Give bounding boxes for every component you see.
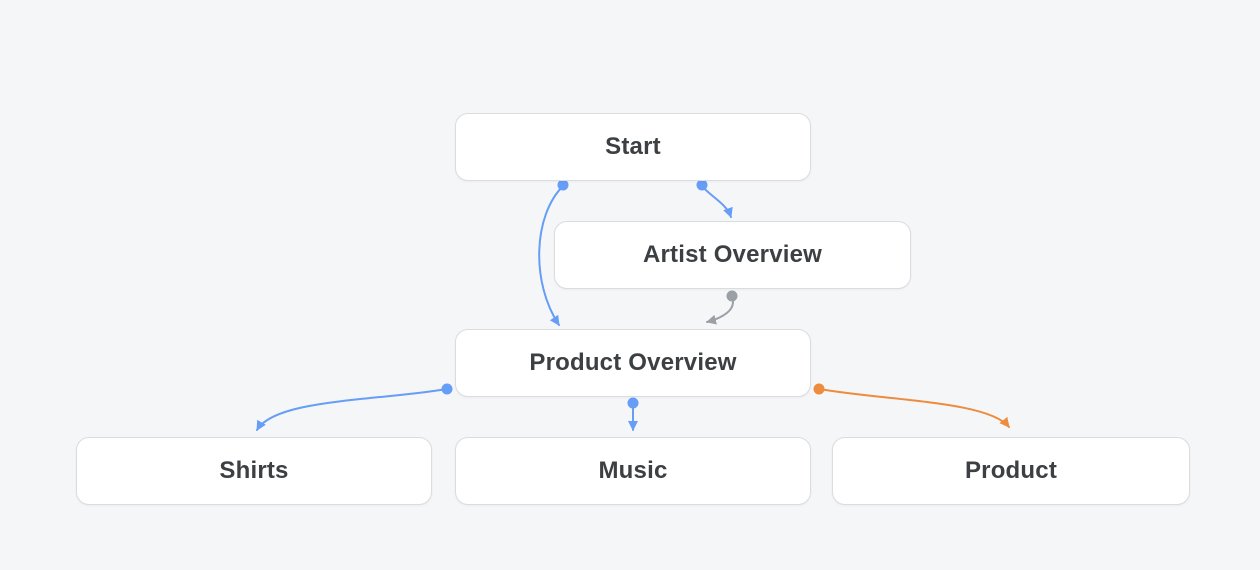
node-start-label: Start bbox=[605, 133, 661, 160]
edge-artist-overview-to-product-overview bbox=[706, 296, 734, 325]
node-product-label: Product bbox=[964, 457, 1058, 484]
port-product-overview-left bbox=[441, 383, 453, 395]
node-shirts[interactable]: Shirts bbox=[76, 437, 432, 505]
node-product-overview-label: Product Overview bbox=[529, 349, 737, 376]
port-product-overview-right bbox=[813, 383, 825, 395]
edge-start-to-artist-overview bbox=[701, 185, 733, 218]
node-shirts-label: Shirts bbox=[219, 457, 289, 484]
edge-product-overview-to-product bbox=[818, 388, 1010, 428]
node-music[interactable]: Music bbox=[455, 437, 811, 505]
node-product-overview[interactable]: Product Overview bbox=[455, 329, 811, 397]
port-start-bottom-left bbox=[557, 179, 569, 191]
node-music-label: Music bbox=[598, 457, 668, 484]
node-start[interactable]: Start bbox=[455, 113, 811, 181]
node-artist-overview[interactable]: Artist Overview bbox=[554, 221, 911, 289]
edge-product-overview-to-shirts bbox=[256, 388, 448, 431]
port-artist-overview-bottom bbox=[726, 290, 738, 302]
node-artist-overview-label: Artist Overview bbox=[642, 241, 823, 268]
node-product[interactable]: Product bbox=[832, 437, 1190, 505]
port-start-bottom-right bbox=[696, 179, 708, 191]
port-product-overview-bottom bbox=[627, 397, 639, 409]
